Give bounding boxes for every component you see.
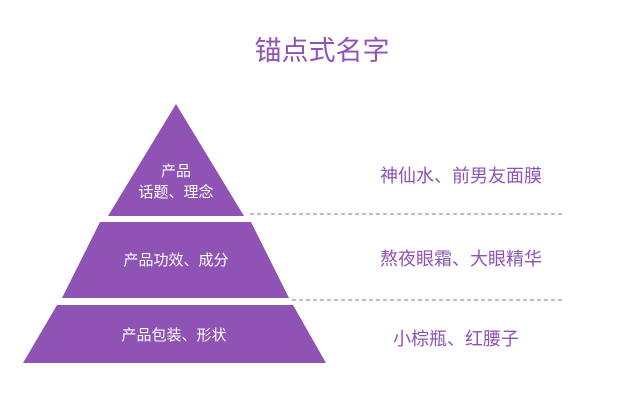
tier-top-description: 神仙水、前男友面膜 xyxy=(380,166,542,187)
tier-bottom-description: 小棕瓶、红腰子 xyxy=(393,329,519,350)
tier-middle-label: 产品功效、成分 xyxy=(123,251,228,269)
tier-middle-description: 熬夜眼霜、大眼精华 xyxy=(380,249,542,270)
pyramid-tier-top xyxy=(108,104,244,216)
tier-top-label-line1: 产品 xyxy=(161,162,191,180)
pyramid-tier-middle xyxy=(62,222,289,298)
tier-bottom-label: 产品包装、形状 xyxy=(121,326,226,344)
tier-top-label-line2: 话题、理念 xyxy=(138,183,213,201)
diagram-title: 锚点式名字 xyxy=(255,36,390,67)
pyramid-tier-bottom xyxy=(23,305,326,363)
